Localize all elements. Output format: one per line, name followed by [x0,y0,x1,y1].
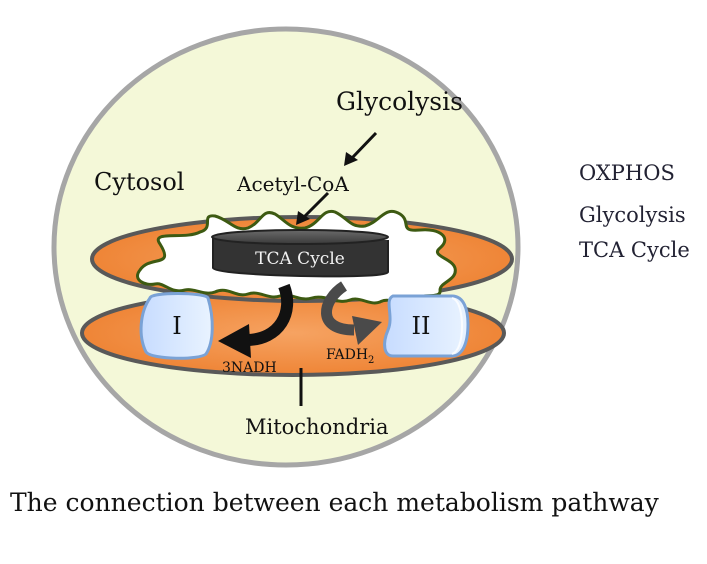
legend-item-glycolysis: Glycolysis [579,203,686,227]
tca-cycle-cylinder [211,229,389,278]
complex-2-label: II [412,312,431,340]
mitochondria-label: Mitochondria [245,415,388,439]
acetyl-coa-arrow [296,191,330,225]
legend-item-oxphos: OXPHOS [579,161,675,185]
tca-cycle-label: TCA Cycle [255,249,345,269]
complex-2-highlight [451,297,464,355]
nadh-curved-arrow [218,283,294,358]
complex-1-label: I [172,312,181,340]
nadh-label: 3NADH [222,360,277,376]
legend-item-tca-cycle: TCA Cycle [579,238,690,262]
glycolysis-arrow [344,131,378,166]
cytosol-label: Cytosol [94,168,184,196]
figure-caption: The connection between each metabolism p… [10,488,659,517]
fadh2-subscript: 2 [368,355,374,366]
fadh2-base: FADH [326,347,368,363]
complex-1-shape [139,292,214,360]
complex-2-shape [383,294,470,358]
fadh2-curved-arrow [321,281,382,345]
fadh2-label: FADH2 [326,347,374,366]
glycolysis-label: Glycolysis [336,87,463,116]
acetyl-coa-label: Acetyl-CoA [236,172,349,196]
